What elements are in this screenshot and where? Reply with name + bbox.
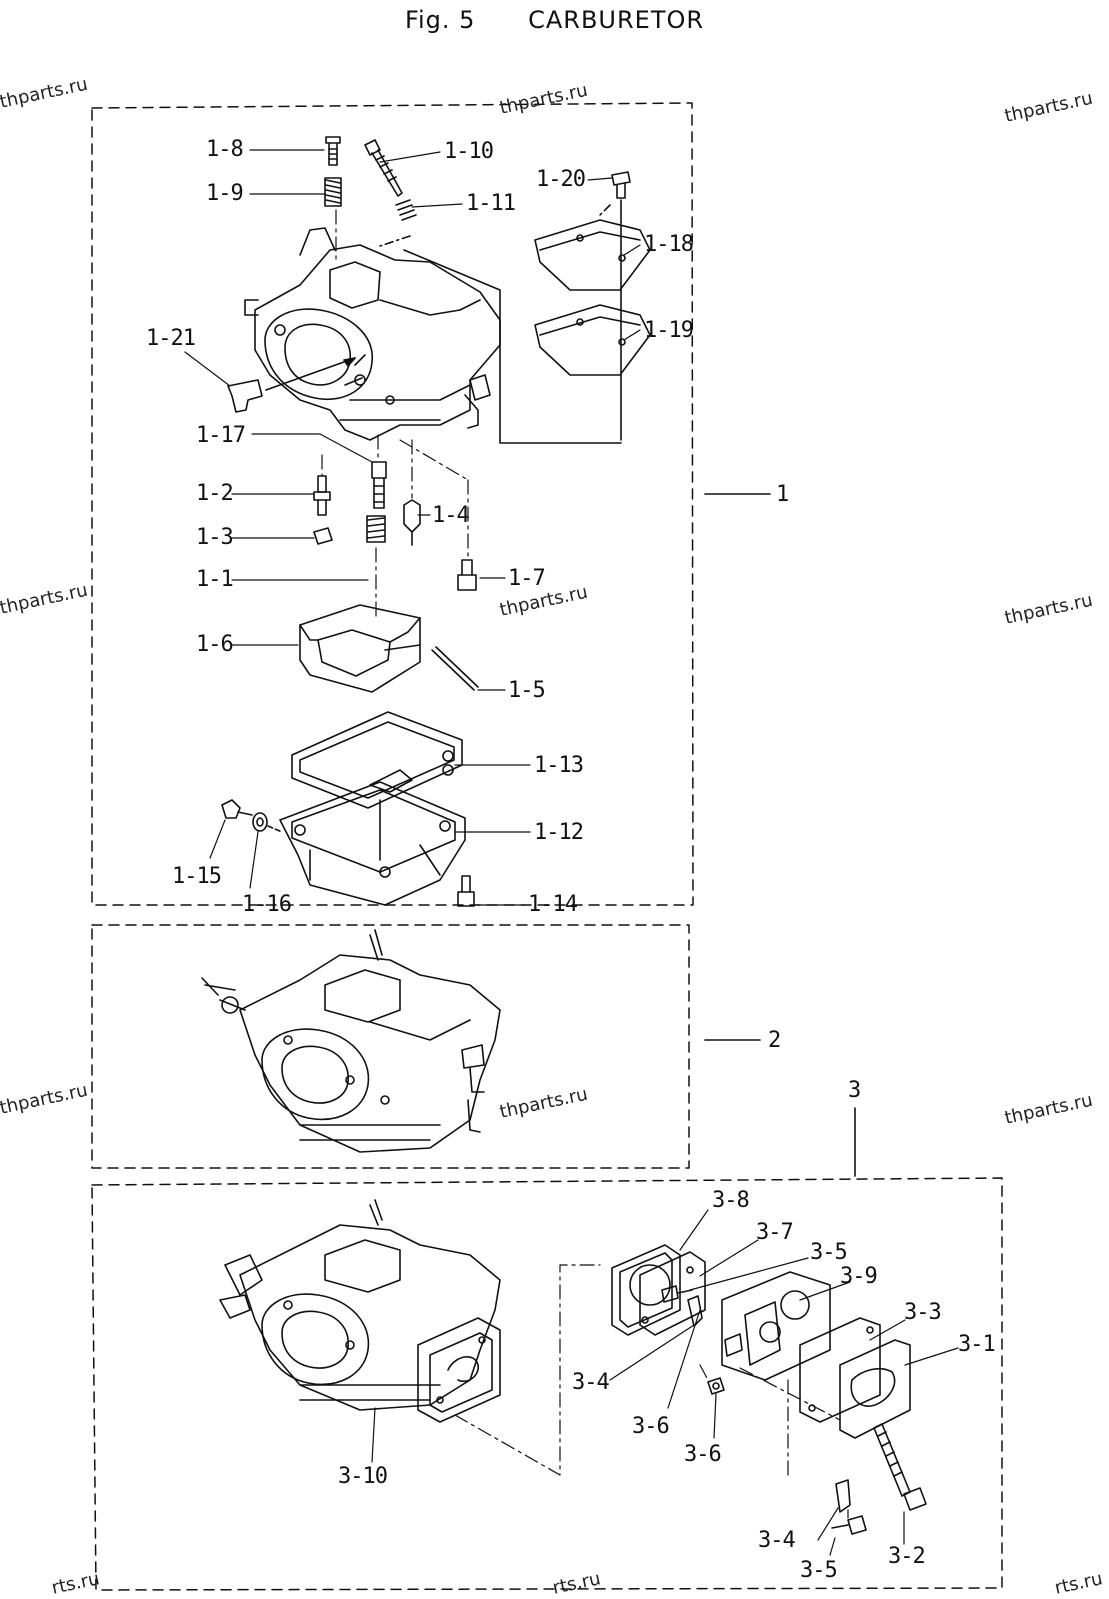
part-label: 1-8 [206, 137, 244, 162]
nut-1-3 [313, 527, 333, 545]
float-bowl-1-12 [279, 781, 466, 906]
part-label: 1-11 [466, 191, 516, 216]
needle-screw-1-10 [364, 139, 403, 197]
gasket-3-3 [799, 1317, 881, 1423]
part-label: 1-3 [196, 525, 234, 550]
part-label: 1-18 [644, 232, 694, 257]
group-2-box [91, 924, 690, 1169]
part-label: 1-21 [146, 326, 196, 351]
part-label: 3-2 [888, 1544, 926, 1569]
group-number-1: 1 [776, 482, 789, 507]
gasket-1-19 [534, 304, 651, 376]
float-1-6 [299, 604, 421, 693]
figure-caption: CARBURETOR [528, 6, 705, 34]
float-pin-1-5 [431, 646, 479, 691]
part-label: 1-2 [196, 481, 234, 506]
part-label: 3-9 [840, 1264, 878, 1289]
needle-valve-1-4 [403, 499, 421, 546]
screw-3-2 [873, 1423, 927, 1511]
part-label: 1-5 [508, 678, 546, 703]
part-label: 1-13 [534, 753, 584, 778]
spring-1-9 [324, 177, 342, 207]
diaphragm-3-7 [639, 1251, 706, 1336]
figure-number: Fig. 5 [404, 6, 476, 34]
jet-1-17 [371, 461, 387, 509]
part-label: 1-14 [528, 892, 578, 917]
spring-1-1 [366, 515, 386, 543]
part-label: 1-6 [196, 632, 234, 657]
part-label: 1-16 [242, 892, 292, 917]
spring-1-11 [395, 199, 417, 221]
carburetor-assembly-2 [201, 929, 501, 1153]
gasket-3-8 [611, 1244, 681, 1336]
part-label: 3-3 [904, 1300, 942, 1325]
part-label: 1-10 [444, 139, 494, 164]
bolt-1-14 [457, 875, 475, 907]
part-label: 3-4 [572, 1370, 610, 1395]
part-label: 3-6 [632, 1414, 670, 1439]
part-label: 3-6 [684, 1442, 722, 1467]
part-label: 1-17 [196, 423, 246, 448]
part-label: 3-1 [958, 1332, 996, 1357]
part-label: 1-4 [432, 503, 470, 528]
part-label: 3-10 [338, 1464, 388, 1489]
screw-1-20 [611, 171, 631, 441]
screw-1-8 [325, 136, 341, 166]
part-label: 1-7 [508, 566, 546, 591]
part-label: 3-5 [810, 1240, 848, 1265]
part-label: 1-19 [644, 318, 694, 343]
cover-1-18 [534, 219, 651, 291]
group-number-3: 3 [848, 1078, 861, 1103]
carburetor-assembly-3 [219, 1199, 501, 1411]
figure-title: Fig. 5 CARBURETOR [0, 6, 1109, 34]
pump-body-3-9 [721, 1271, 831, 1381]
screw-3-5a [661, 1285, 693, 1303]
jet-1-2 [313, 475, 331, 516]
cover-group-bracket [403, 249, 622, 444]
screw-3-5b [831, 1515, 867, 1535]
gasket-1-13 [291, 711, 463, 809]
choke-knob-1-21 [227, 357, 356, 413]
part-label: 1-12 [534, 820, 584, 845]
leader-lines [184, 149, 959, 1556]
part-label: 1-20 [536, 167, 586, 192]
part-label: 3-7 [756, 1220, 794, 1245]
drain-plug-1-15 [221, 799, 253, 819]
bolt-1-7 [457, 559, 477, 591]
part-label: 1-1 [196, 567, 234, 592]
carburetor-body-exploded [244, 227, 501, 441]
valve-flap-3-4b [835, 1479, 851, 1513]
nut-3-6b [707, 1377, 725, 1395]
valve-flap-3-4a [687, 1295, 703, 1327]
group-number-2: 2 [768, 1028, 781, 1053]
washer-1-16 [252, 812, 283, 833]
pump-plate-3-10 [417, 1317, 501, 1423]
part-label: 3-4 [758, 1528, 796, 1553]
assembly-centerlines-1 [321, 209, 469, 621]
assembly-centerlines-3 [454, 1264, 849, 1519]
cover-3-1 [839, 1339, 911, 1439]
part-label: 1-9 [206, 181, 244, 206]
part-label: 3-8 [712, 1188, 750, 1213]
part-label: 3-5 [800, 1558, 838, 1583]
group-1-box [91, 102, 694, 906]
part-label: 1-15 [172, 864, 222, 889]
